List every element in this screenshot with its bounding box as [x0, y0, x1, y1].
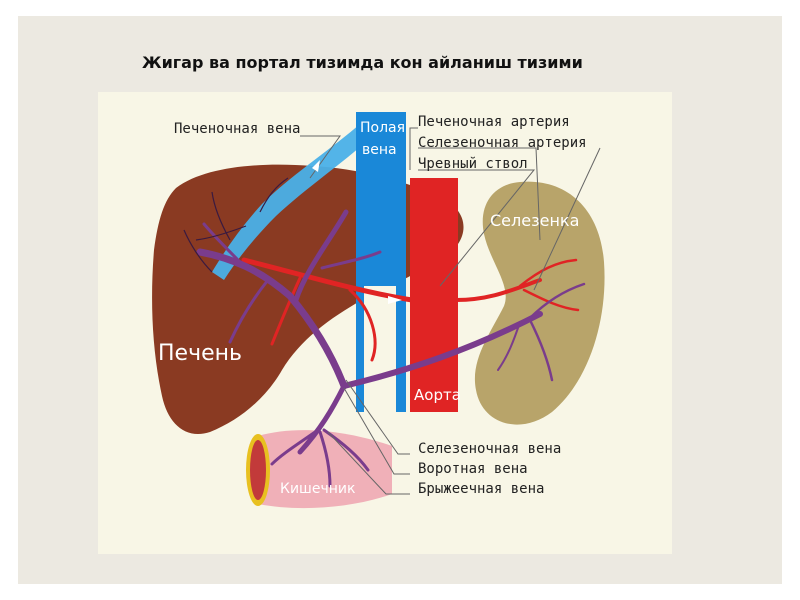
intestine-lumen [250, 440, 266, 500]
aorta-vessel [410, 178, 458, 412]
liver-vessel-branches [183, 177, 289, 273]
vena-cava-label-line2: вена [362, 142, 397, 158]
hepatic-vein-label: Печеночная вена [174, 121, 300, 137]
leader-lines [300, 127, 601, 495]
portal-vein-label: Воротная вена [418, 461, 528, 477]
spleen-label: Селезенка [490, 211, 579, 230]
flow-arrows [312, 160, 402, 304]
hepatic-artery-vessel [241, 257, 415, 362]
liver-label: Печень [158, 341, 242, 366]
aorta-label: Аорта [414, 386, 461, 404]
spleen-shape [474, 181, 605, 425]
hepatic-vein-vessel [212, 124, 368, 280]
mesenteric-vein-label: Брыжеечная вена [418, 481, 544, 497]
hepatic-artery-label: Печеночная артерия [418, 114, 570, 130]
splenic-artery-label: Селезеночная артерия [418, 135, 587, 151]
page-title: Жигар ва портал тизимда кон айланиш тизи… [142, 53, 583, 72]
vena-cava-inner [364, 286, 396, 412]
splenic-vein-label: Селезеночная вена [418, 441, 561, 457]
celiac-trunk-label: Чревный ствол [418, 156, 528, 172]
portal-vein-vessel [196, 209, 382, 390]
splenic-artery-vessel [454, 258, 580, 312]
vena-cava-label-line1: Полая [360, 120, 405, 136]
splenic-vein-vessel [341, 282, 586, 389]
intestine-label: Кишечник [280, 481, 355, 497]
